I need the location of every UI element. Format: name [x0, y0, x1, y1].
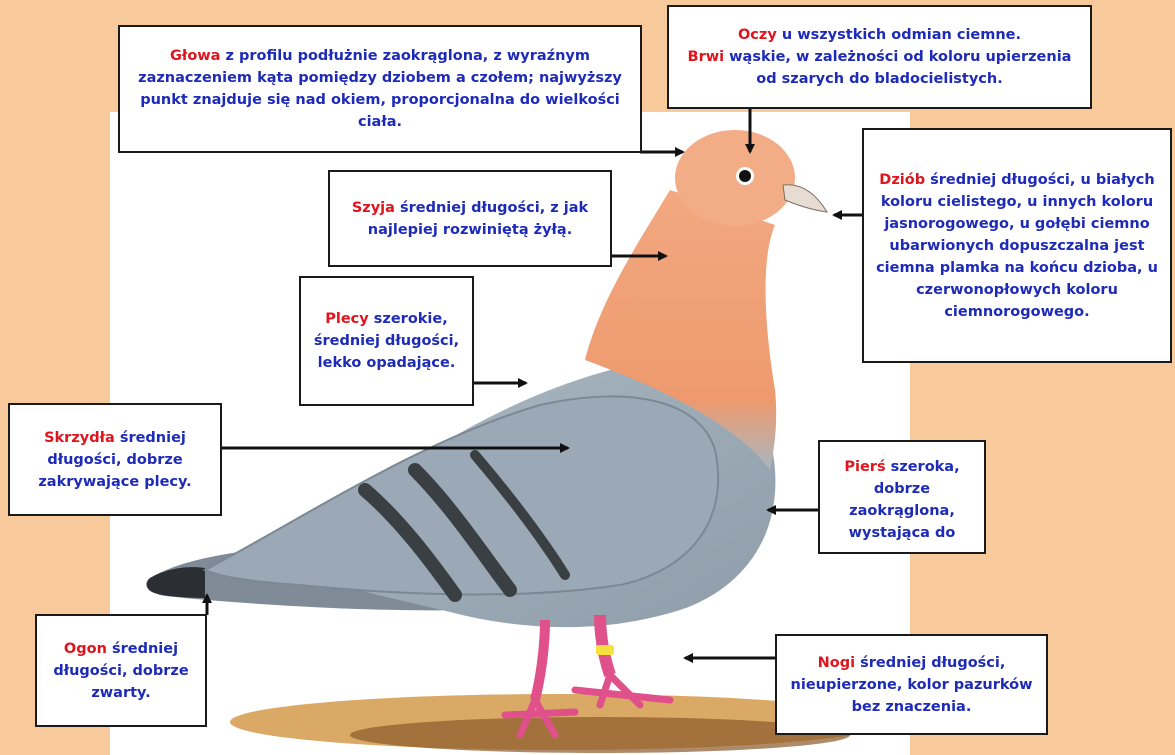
pigeon-foot-back: [501, 696, 579, 739]
label-dziob: Dziób średniej długości, u białych kolor…: [862, 128, 1172, 363]
label-piers-text: szeroka, dobrze zaokrąglona, wystająca d…: [848, 459, 960, 541]
wing-bar-3: [470, 450, 570, 580]
label-ogon-key: Ogon: [63, 640, 107, 657]
label-oczy: Oczy u wszystkich odmian ciemne. Brwi wąs…: [667, 5, 1092, 109]
label-szyja: Szyja średniej długości, z jak najlepiej…: [328, 170, 612, 267]
label-szyja-key: Szyja: [351, 199, 395, 216]
label-ogon: Ogon średniej długości, dobrze zwarty.: [35, 614, 207, 727]
label-skrzydla-text: średniej długości, dobrze zakrywające pl…: [38, 429, 192, 490]
label-glowa: Głowa z profilu podłużnie zaokrąglona, z…: [118, 25, 642, 153]
label-piers-key: Pierś: [844, 459, 886, 475]
label-piers: Pierś szeroka, dobrze zaokrąglona, wysta…: [818, 440, 986, 554]
ground-earth: [350, 717, 850, 753]
label-dziob-key: Dziób: [879, 171, 926, 188]
label-oczy-text: u wszystkich odmian ciemne.: [776, 27, 1022, 43]
label-skrzydla: Skrzydła średniej długości, dobrze zakry…: [8, 403, 222, 516]
label-brwi-key: Brwi: [687, 49, 725, 65]
label-plecy-key: Plecy: [325, 311, 369, 327]
label-nogi-key: Nogi: [817, 654, 856, 671]
label-oczy-key: Oczy: [737, 27, 777, 43]
label-ogon-text: średniej długości, dobrze zwarty.: [53, 640, 189, 701]
wing-bar-1: [358, 483, 462, 602]
pigeon-wing: [202, 395, 720, 596]
label-skrzydla-key: Skrzydła: [44, 429, 115, 446]
label-glowa-text: z profilu podłużnie zaokrąglona, z wyraź…: [138, 48, 622, 130]
pigeon-head: [675, 130, 795, 226]
label-nogi: Nogi średniej długości, nieupierzone, ko…: [775, 634, 1048, 735]
pigeon-pupil: [739, 170, 751, 182]
label-glowa-key: Głowa: [170, 48, 221, 64]
wing-bar-2: [408, 463, 517, 597]
label-brwi-text: wąskie, w zależności od koloru upierzeni…: [724, 49, 1072, 87]
label-plecy: Plecy szerokie, średniej długości, lekko…: [299, 276, 474, 406]
label-nogi-text: średniej długości, nieupierzone, kolor p…: [790, 654, 1033, 715]
pigeon-beak: [782, 184, 828, 213]
label-dziob-text: średniej długości, u białych koloru ciel…: [876, 171, 1158, 320]
tail-tip: [146, 567, 205, 598]
label-plecy-text: szerokie, średniej długości, lekko opada…: [313, 311, 460, 371]
label-szyja-text: średniej długości, z jak najlepiej rozwi…: [367, 199, 589, 238]
leg-ring: [596, 645, 614, 655]
pigeon-neck: [585, 190, 777, 470]
pigeon-foot-front: [571, 671, 674, 709]
pigeon-leg-back: [530, 619, 550, 702]
